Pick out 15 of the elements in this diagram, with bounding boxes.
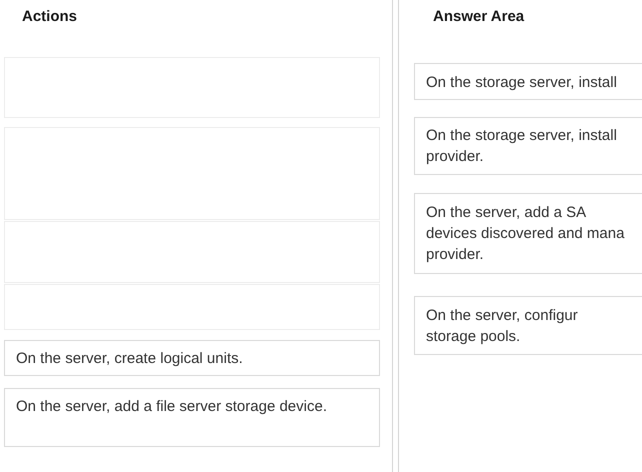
step-text: On the storage server, install xyxy=(426,73,617,93)
panel-heading: Actions xyxy=(22,8,78,26)
panel xyxy=(398,0,642,472)
step-text: On the server, add a SA devices discovered and mana provider. xyxy=(426,203,626,265)
panel-heading: Answer Area xyxy=(433,8,524,26)
step-text: On the server, configur storage pools. xyxy=(426,306,579,347)
step-card xyxy=(414,63,642,100)
step-card xyxy=(414,296,642,355)
step-text: On the server, create logical units. xyxy=(16,349,243,369)
step-card xyxy=(414,117,642,175)
step-card xyxy=(4,340,380,376)
step-card xyxy=(414,193,642,274)
step-text: On the storage server, install provider. xyxy=(426,126,618,167)
step-card xyxy=(4,388,380,447)
step-text: On the server, add a file server storage device. xyxy=(16,397,327,417)
